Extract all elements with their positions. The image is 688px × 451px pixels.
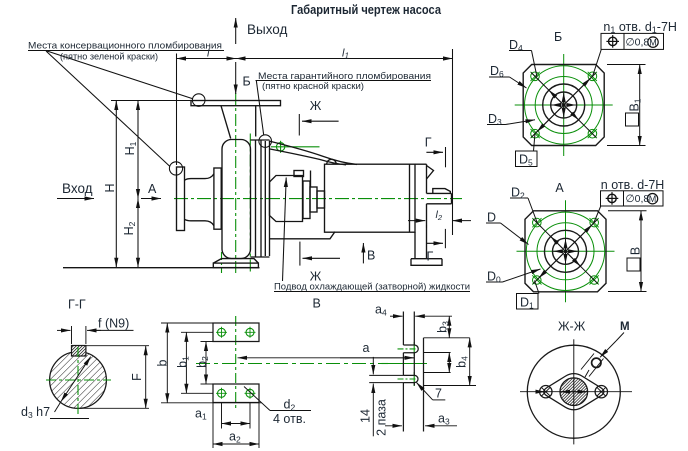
svg-text:l: l bbox=[207, 48, 210, 60]
svg-text:D: D bbox=[487, 211, 496, 225]
svg-text:l1: l1 bbox=[342, 48, 349, 61]
svg-text:А: А bbox=[555, 181, 564, 195]
svg-text:М: М bbox=[620, 321, 630, 333]
svg-text:Г-Г: Г-Г bbox=[68, 298, 86, 312]
svg-text:7: 7 bbox=[435, 387, 442, 401]
svg-text:l2: l2 bbox=[436, 209, 443, 222]
svg-text:b1: b1 bbox=[176, 356, 191, 368]
svg-text:Места гарантийного пломбирован: Места гарантийного пломбирования bbox=[258, 71, 431, 82]
svg-text:Г: Г bbox=[427, 250, 434, 264]
svg-text:b3: b3 bbox=[436, 321, 451, 333]
svg-text:(пятно красной краски): (пятно красной краски) bbox=[262, 81, 364, 92]
svg-text:Б: Б bbox=[554, 30, 562, 44]
svg-text:Места консервационного пломбир: Места консервационного пломбирования bbox=[28, 41, 222, 52]
svg-text:n1 отв. d1-7H: n1 отв. d1-7H bbox=[603, 20, 677, 35]
svg-text:4 отв.: 4 отв. bbox=[273, 412, 306, 426]
svg-text:a1: a1 bbox=[195, 407, 207, 422]
svg-text:b2: b2 bbox=[195, 356, 210, 368]
svg-text:B: B bbox=[629, 247, 643, 255]
svg-text:Габаритный чертеж насоса: Габаритный чертеж насоса bbox=[291, 2, 442, 17]
svg-text:Ж-Ж: Ж-Ж bbox=[558, 320, 586, 334]
svg-text:Подвод охлаждающей (затворной): Подвод охлаждающей (затворной) жидкости bbox=[274, 282, 470, 293]
svg-text:В: В bbox=[367, 249, 375, 263]
svg-text:А: А bbox=[148, 182, 157, 196]
svg-text:Ж: Ж bbox=[310, 99, 322, 113]
svg-text:a3: a3 bbox=[438, 412, 450, 427]
svg-text:∅0,8: ∅0,8 bbox=[626, 193, 650, 205]
svg-text:n отв. d-7H: n отв. d-7H bbox=[601, 178, 665, 192]
svg-text:М: М bbox=[649, 37, 657, 47]
svg-text:b: b bbox=[156, 359, 170, 366]
svg-text:Ж: Ж bbox=[310, 270, 322, 284]
svg-text:Выход: Выход bbox=[247, 22, 288, 37]
svg-text:2 паза: 2 паза bbox=[375, 399, 389, 436]
svg-text:В: В bbox=[313, 297, 321, 311]
svg-text:b4: b4 bbox=[455, 356, 470, 368]
svg-text:Б: Б bbox=[243, 75, 251, 89]
svg-text:14: 14 bbox=[359, 409, 373, 423]
svg-text:∅0,8: ∅0,8 bbox=[626, 37, 650, 49]
svg-text:Н: Н bbox=[103, 183, 117, 192]
svg-text:d2: d2 bbox=[284, 398, 296, 413]
svg-text:Г: Г bbox=[425, 135, 432, 149]
svg-text:f (N9): f (N9) bbox=[98, 317, 129, 331]
svg-text:(пятно зеленой краски): (пятно зеленой краски) bbox=[60, 52, 158, 63]
svg-text:М: М bbox=[649, 194, 657, 204]
svg-text:a4: a4 bbox=[375, 303, 387, 318]
svg-text:a2: a2 bbox=[229, 430, 241, 445]
svg-text:F: F bbox=[130, 373, 144, 381]
svg-text:d3 h7: d3 h7 bbox=[21, 405, 50, 420]
svg-text:Вход: Вход bbox=[62, 181, 93, 196]
svg-text:a: a bbox=[363, 341, 370, 355]
